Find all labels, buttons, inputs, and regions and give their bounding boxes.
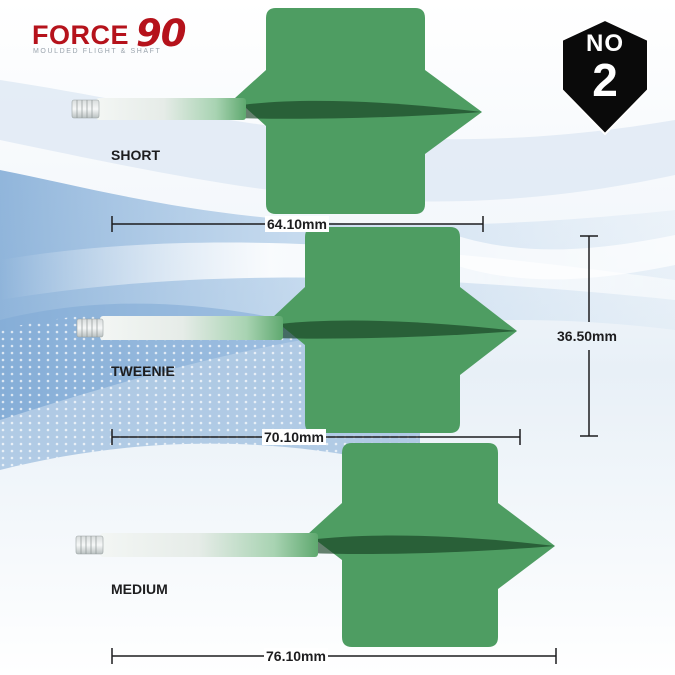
dart-name-medium: MEDIUM <box>111 581 168 597</box>
length-label-short: 64.10mm <box>265 216 329 232</box>
shaft-tweenie <box>100 316 283 340</box>
dart-name-tweenie: TWEENIE <box>111 363 175 379</box>
shaft-short <box>96 98 246 120</box>
length-label-medium: 76.10mm <box>264 648 328 664</box>
brand-logo: FORCE 90 MOULDED FLIGHT & SHAFT <box>32 14 212 60</box>
badge-label: NO <box>586 30 624 57</box>
shape-number-badge: NO 2 <box>560 18 650 136</box>
flight-height-label: 36.50mm <box>557 328 617 344</box>
thread-tweenie <box>76 318 104 338</box>
dart-short <box>71 8 482 214</box>
badge-shape-icon <box>561 18 649 136</box>
thread-medium <box>75 535 104 555</box>
brand-logo-text: FORCE <box>32 20 129 50</box>
brand-tagline: MOULDED FLIGHT & SHAFT <box>33 48 162 55</box>
brand-logo-number: 90 <box>136 12 186 55</box>
thread-short <box>71 99 100 119</box>
length-label-tweenie: 70.10mm <box>262 429 326 445</box>
dart-medium <box>75 443 555 647</box>
shaft-medium <box>100 533 318 557</box>
dart-tweenie <box>76 227 517 433</box>
badge-number: 2 <box>592 54 618 106</box>
dart-name-short: SHORT <box>111 147 160 163</box>
